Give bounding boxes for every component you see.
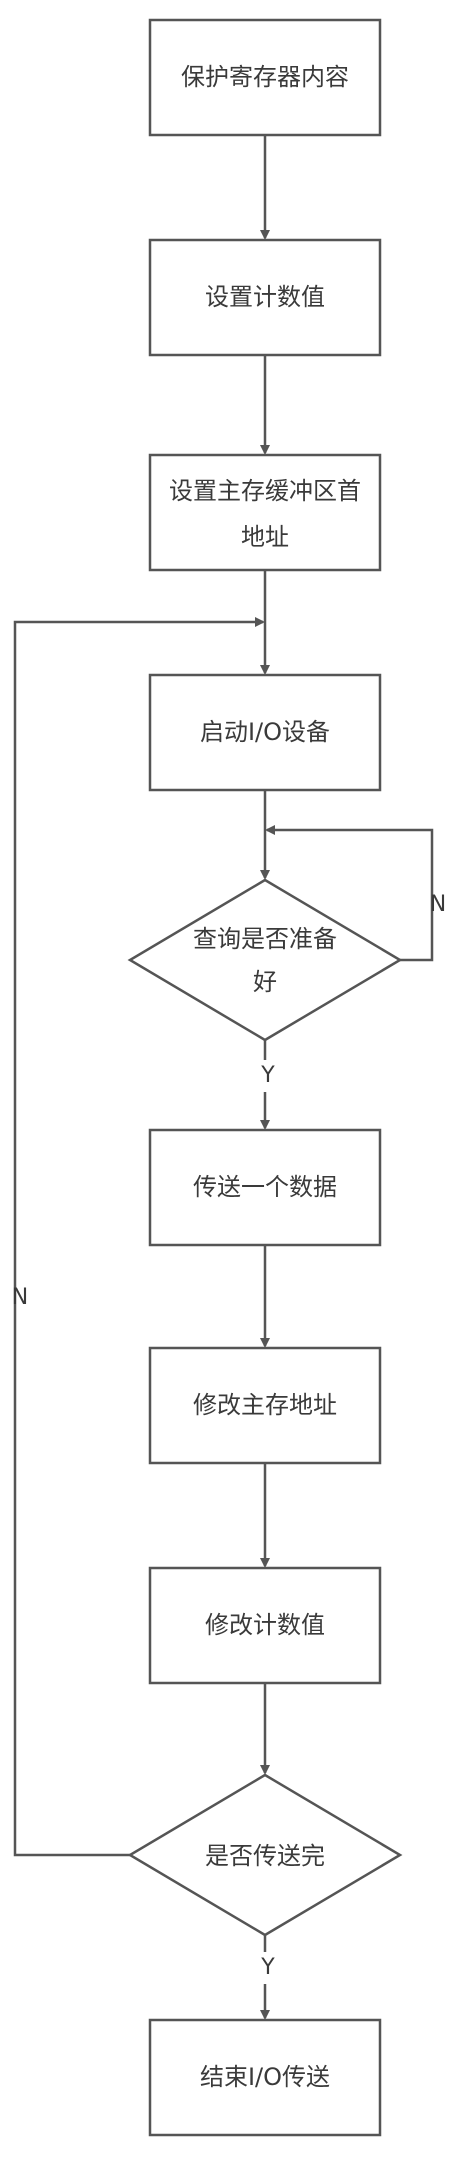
arrow-done-no-loop — [13, 617, 265, 1857]
label-query-ready-line1: 查询是否准备 — [193, 925, 337, 953]
label-set-count: 设置计数值 — [205, 283, 325, 311]
label-set-buffer-line1: 设置主存缓冲区首 — [169, 477, 361, 505]
label-transfer-done: 是否传送完 — [205, 1842, 325, 1870]
label-start-io: 启动I/O设备 — [200, 718, 330, 746]
label-modify-count: 修改计数值 — [205, 1611, 325, 1639]
box-start-io — [148, 673, 382, 792]
box-set-count — [148, 238, 382, 357]
label-query-no: N — [430, 892, 446, 917]
label-end-io: 结束I/O传送 — [200, 2063, 330, 2091]
label-save-registers: 保护寄存器内容 — [181, 63, 349, 91]
label-modify-address: 修改主存地址 — [193, 1391, 337, 1419]
label-transfer-data: 传送一个数据 — [193, 1173, 337, 1201]
box-modify-count — [148, 1566, 382, 1685]
label-done-no: N — [12, 1285, 28, 1310]
box-end-io — [148, 2018, 382, 2137]
diamond-query-ready — [127, 878, 403, 1042]
label-query-yes: Y — [260, 1063, 275, 1088]
box-save-registers — [148, 18, 382, 137]
label-set-buffer-line2: 地址 — [241, 523, 289, 551]
box-set-buffer — [148, 453, 382, 572]
box-transfer-data — [148, 1128, 382, 1247]
label-query-ready-line2: 好 — [253, 968, 277, 996]
arrow-query-no-loop — [265, 825, 434, 962]
label-done-yes: Y — [260, 1955, 275, 1980]
